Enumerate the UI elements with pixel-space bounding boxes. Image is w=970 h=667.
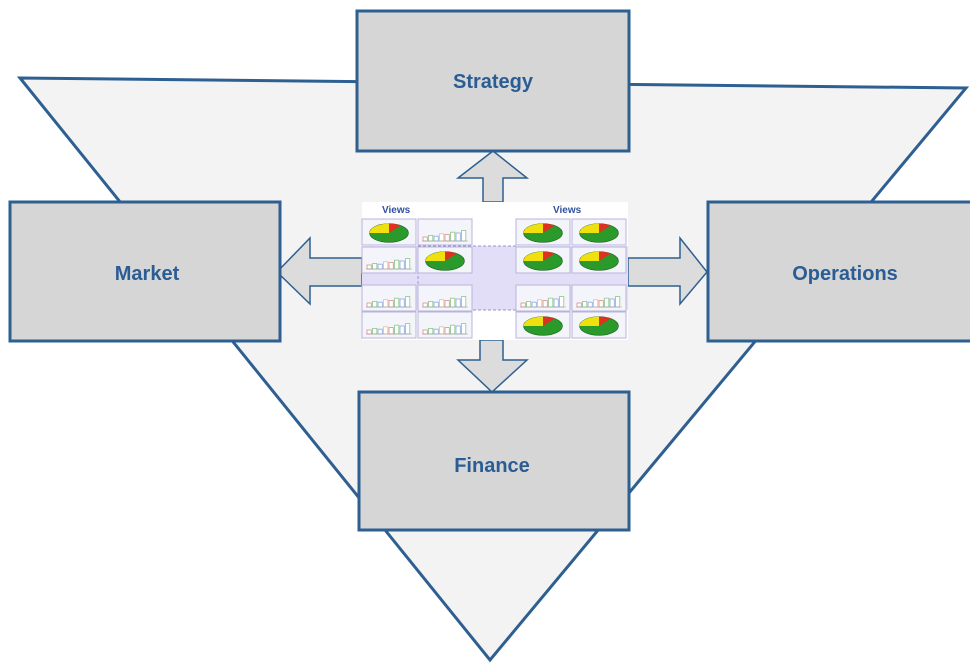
bar-chart-thumbnail-icon — [417, 311, 473, 339]
strategy-box: Strategy — [355, 9, 631, 153]
arrow-left — [275, 236, 363, 306]
pie-chart-thumbnail-icon — [515, 246, 571, 274]
operations-box: Operations — [706, 200, 970, 343]
pie-chart-thumbnail-icon — [515, 311, 571, 339]
bar-chart-thumbnail-icon — [417, 218, 473, 246]
pie-chart-thumbnail-icon — [571, 218, 627, 246]
market-box: Market — [8, 200, 282, 343]
views-title-right: Views — [553, 205, 582, 216]
pie-chart-thumbnail-icon — [515, 218, 571, 246]
pie-chart-thumbnail-icon — [571, 246, 627, 274]
views-title-left: Views — [382, 205, 411, 216]
bar-chart-thumbnail-icon — [361, 246, 417, 274]
finance-box: Finance — [357, 390, 631, 532]
pie-chart-thumbnail-icon — [571, 311, 627, 339]
strategy-label: Strategy — [453, 71, 534, 93]
market-label: Market — [115, 263, 180, 285]
operations-label: Operations — [792, 263, 898, 285]
bar-chart-thumbnail-icon — [417, 284, 473, 312]
pie-chart-thumbnail-icon — [417, 246, 473, 274]
bar-chart-thumbnail-icon — [361, 311, 417, 339]
pie-chart-thumbnail-icon — [361, 218, 417, 246]
left-view-group — [361, 218, 473, 339]
bar-chart-thumbnail-icon — [571, 284, 627, 312]
arrow-up — [455, 150, 530, 203]
arrow-right — [627, 235, 708, 307]
arrow-down — [456, 339, 529, 394]
finance-label: Finance — [454, 455, 530, 477]
bar-chart-thumbnail-icon — [515, 284, 571, 312]
bar-chart-thumbnail-icon — [361, 284, 417, 312]
dashboard-views-image: Views Views — [361, 202, 628, 340]
right-view-group — [515, 218, 627, 339]
